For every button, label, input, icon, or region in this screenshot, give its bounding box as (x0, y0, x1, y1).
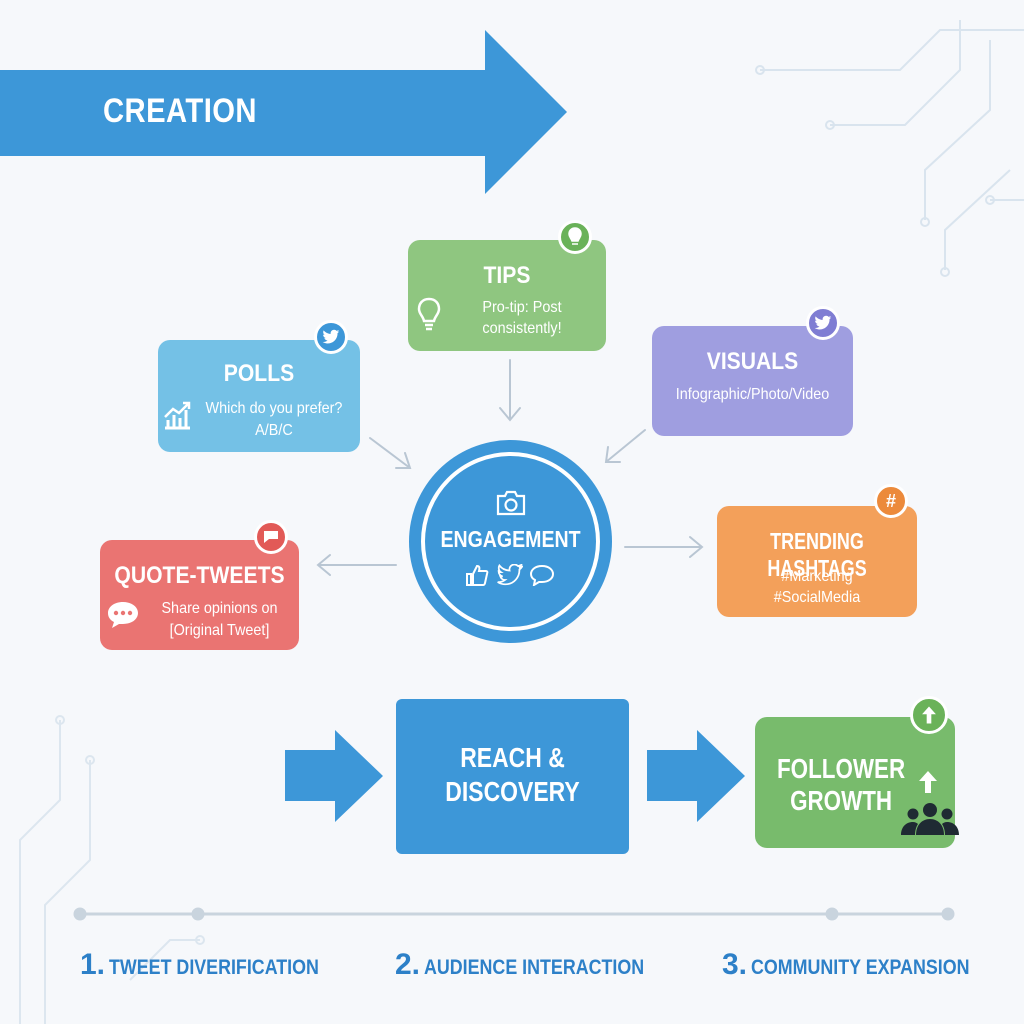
polls-card-text-1: Which do you prefer? (205, 400, 343, 417)
visuals-card-text-1: Infographic/Photo/Video (675, 386, 830, 403)
trending-connector (624, 536, 704, 558)
up-arrow-icon (922, 706, 936, 724)
engagement-hub: ENGAGEMENT (409, 440, 612, 643)
tips-lightbulb-badge (558, 220, 592, 254)
tips-card: TIPS Pro-tip: Post consistently! (408, 240, 606, 351)
trending-hashtags-card-title: TRENDING HASHTAGS (767, 528, 867, 581)
tips-connector (499, 359, 521, 422)
flow-arrow-1 (285, 730, 383, 822)
step-3: 3.COMMUNITY EXPANSION (722, 948, 1008, 982)
step-2: 2.AUDIENCE INTERACTION (395, 948, 683, 982)
polls-card-title: POLLS (223, 360, 295, 387)
quote-tweets-card-text-1: Share opinions on (161, 600, 278, 617)
quote-tweets-badge (254, 520, 288, 554)
bar-chart-icon (164, 401, 191, 430)
connector-arrows (316, 359, 704, 576)
group-icon (901, 803, 959, 835)
follower-growth-box: FOLLOWER GROWTH (755, 717, 959, 848)
trending-hashtags-card-text-1: #Marketing (781, 568, 853, 585)
tips-card-text-2: consistently! (482, 320, 562, 337)
lightbulb-icon (568, 227, 582, 245)
step-2-label: AUDIENCE INTERACTION (424, 956, 645, 979)
twitter-bird-icon (497, 564, 523, 586)
trending-hashtags-card-text-2: #SocialMedia (773, 589, 861, 606)
quote-connector (316, 554, 397, 576)
twitter-bird-icon (322, 329, 340, 344)
step-1-number: 1. (80, 948, 106, 981)
step-3-label: COMMUNITY EXPANSION (751, 956, 970, 979)
speech-bubble-icon (108, 602, 138, 628)
creation-banner-arrow (0, 30, 567, 194)
lightbulb-icon (417, 297, 441, 331)
up-arrow-icon (919, 771, 937, 793)
step-1: 1.TWEET DIVERIFICATION (80, 948, 356, 982)
circuit-decoration-top-right (755, 20, 1024, 277)
visuals-twitter-badge (806, 306, 840, 340)
tips-card-text-1: Pro-tip: Post (482, 299, 562, 316)
reach-discovery-label: REACH & DISCOVERY (417, 741, 608, 809)
trending-hashtag-badge: # (874, 484, 908, 518)
reach-discovery-box: REACH & DISCOVERY (396, 699, 629, 854)
step-2-number: 2. (395, 948, 421, 981)
polls-card: POLLS Which do you prefer? A/B/C (158, 340, 360, 452)
follower-growth-line-2: GROWTH (790, 785, 893, 816)
flow-arrow-2 (647, 730, 745, 822)
visuals-card: VISUALS Infographic/Photo/Video (652, 326, 853, 436)
circuit-decoration-bottom-left (19, 715, 205, 1024)
quote-tweets-card: QUOTE-TWEETS Share opinions on [Original… (100, 540, 299, 650)
trending-hashtags-card: TRENDING HASHTAGS #Marketing #SocialMedi… (717, 506, 917, 617)
visuals-card-title: VISUALS (706, 348, 799, 375)
twitter-bird-icon (814, 315, 832, 330)
follower-growth-up-badge (910, 696, 948, 734)
camera-icon (496, 490, 526, 516)
reach-discovery-line-1: REACH & (460, 742, 565, 773)
follower-growth-label: FOLLOWER GROWTH (777, 753, 905, 817)
engagement-hub-ring (421, 452, 600, 631)
engagement-hub-title: ENGAGEMENT (440, 526, 581, 552)
comment-icon (529, 564, 555, 586)
thumbs-up-icon (466, 564, 489, 586)
reach-discovery-line-2: DISCOVERY (445, 776, 580, 807)
step-1-label: TWEET DIVERIFICATION (109, 956, 319, 979)
polls-card-text-2: A/B/C (255, 422, 293, 439)
tips-card-title: TIPS (483, 262, 531, 289)
quote-tweets-card-text-2: [Original Tweet] (169, 622, 270, 639)
quote-tweets-card-title: QUOTE-TWEETS (114, 562, 285, 589)
visuals-connector (604, 429, 646, 463)
polls-connector (369, 437, 412, 469)
follower-growth-line-1: FOLLOWER (777, 753, 906, 784)
creation-banner-label: CREATION (103, 92, 257, 130)
timeline (73, 907, 955, 921)
step-3-number: 3. (722, 948, 748, 981)
polls-twitter-badge (314, 320, 348, 354)
quote-icon (264, 531, 278, 543)
